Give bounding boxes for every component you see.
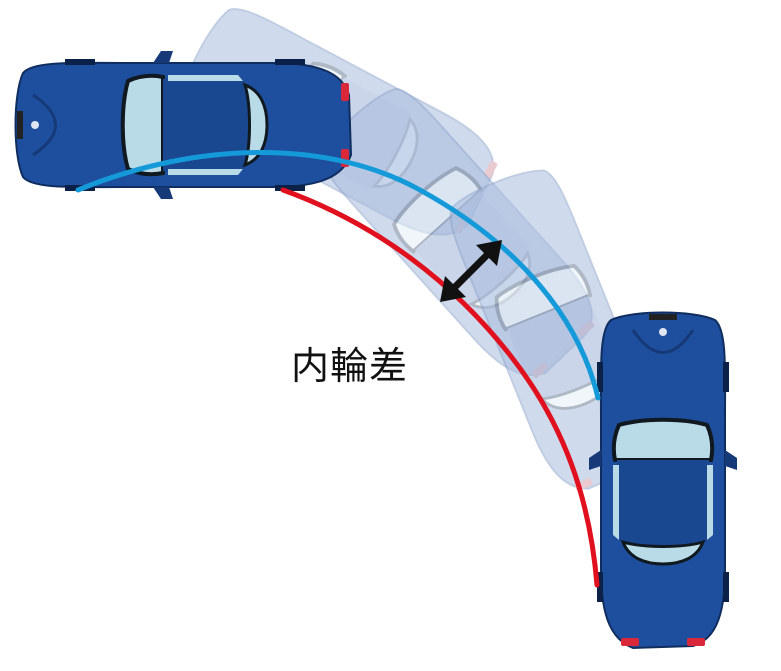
- inner-wheel-path: [280, 187, 600, 588]
- outer-wheel-path: [75, 150, 601, 401]
- car-icon-final: [587, 310, 739, 650]
- double-arrow-icon: [440, 240, 502, 302]
- inner-wheel-difference-label: 内輪差: [291, 344, 409, 388]
- car-icon: [13, 49, 353, 201]
